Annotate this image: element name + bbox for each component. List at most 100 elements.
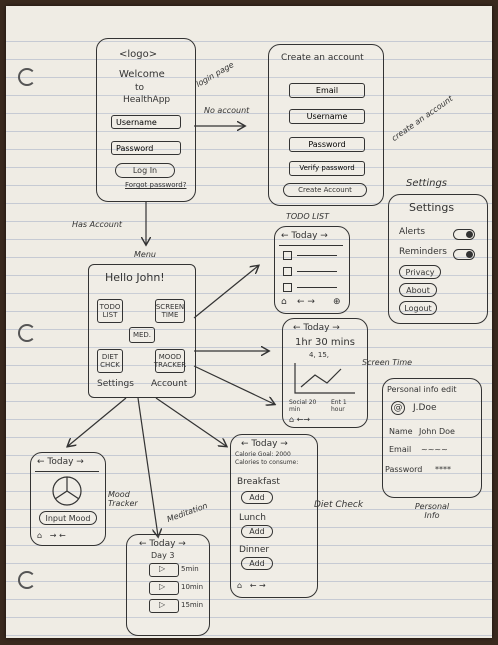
email-value[interactable]: ~~~~ — [421, 445, 448, 454]
settings-screen: Settings Alerts Reminders Privacy About … — [388, 194, 488, 324]
username-input[interactable]: Username — [111, 115, 181, 129]
diet-date-nav[interactable]: ← Today → — [241, 439, 288, 449]
input-mood-button[interactable]: Input Mood — [39, 511, 97, 525]
alerts-toggle[interactable] — [453, 229, 475, 240]
screen-time-total: 1hr 30 mins — [295, 337, 355, 348]
screen-time-sub: 4, 15, — [309, 351, 330, 359]
app-name: HealthApp — [123, 95, 171, 105]
logout-button[interactable]: Logout — [399, 301, 437, 315]
add-dinner-button[interactable]: Add — [241, 557, 273, 570]
home-icon[interactable]: ⌂ → ← — [37, 531, 66, 540]
logo-placeholder: <logo> — [119, 49, 158, 60]
meditation-day: Day 3 — [151, 551, 175, 560]
login-button[interactable]: Log In — [115, 163, 175, 178]
note-diet-check: Diet Check — [314, 500, 364, 510]
screen-time-tile[interactable]: SCREEN TIME — [155, 299, 185, 323]
menu-screen: Hello John! TODO LIST SCREEN TIME MED. D… — [88, 264, 196, 398]
note-personal-info: Personal Info — [414, 502, 450, 520]
personal-info-title: Personal info edit — [387, 385, 457, 394]
calories-to-consume: Calories to consume: — [235, 459, 299, 466]
session-3-duration: 15min — [181, 601, 204, 609]
social-usage: Social 20 min — [289, 399, 317, 413]
todo-checkbox[interactable] — [283, 267, 292, 276]
today-label: Today — [251, 439, 278, 449]
create-account-screen: Create an account Email Username Passwor… — [268, 44, 384, 206]
menu-account-link[interactable]: Account — [151, 379, 188, 389]
session-1-duration: 5min — [181, 565, 199, 573]
session-2-duration: 10min — [181, 583, 204, 591]
email-label: Email — [389, 445, 412, 454]
reminders-toggle[interactable] — [453, 249, 475, 260]
breakfast-label: Breakfast — [237, 477, 280, 487]
todo-arrows[interactable]: ← → — [297, 297, 315, 307]
password-input[interactable]: Password — [289, 137, 365, 152]
note-mood-tracker: Mood Tracker — [108, 490, 138, 508]
diet-check-tile[interactable]: DIET CHCK — [97, 349, 123, 373]
session-1-play-button[interactable]: ▷ — [149, 563, 179, 577]
profile-picture[interactable]: @ — [391, 401, 405, 415]
to-text: to — [135, 83, 145, 93]
create-account-title: Create an account — [281, 53, 364, 63]
privacy-button[interactable]: Privacy — [399, 265, 441, 279]
create-account-button[interactable]: Create Account — [283, 183, 367, 197]
reminders-label: Reminders — [399, 247, 447, 257]
mood-date-nav[interactable]: ← Today → — [37, 457, 84, 467]
binder-hole — [18, 571, 36, 589]
session-3-play-button[interactable]: ▷ — [149, 599, 179, 613]
note-menu: Menu — [134, 250, 156, 259]
ent-usage: Ent 1 hour — [331, 399, 347, 413]
menu-greeting: Hello John! — [105, 271, 165, 284]
add-breakfast-button[interactable]: Add — [241, 491, 273, 504]
forgot-password-link[interactable]: Forgot password? — [125, 181, 187, 189]
dinner-label: Dinner — [239, 545, 270, 555]
welcome-text: Welcome — [119, 69, 165, 80]
meditation-date-nav[interactable]: ← Today → — [139, 539, 186, 549]
screen-time-graph — [294, 363, 355, 394]
settings-title: Settings — [409, 201, 455, 214]
binder-hole — [18, 324, 36, 342]
login-screen: <logo> Welcome to HealthApp Username Pas… — [96, 38, 196, 202]
binder-hole — [18, 68, 36, 86]
verify-password-input[interactable]: Verify password — [289, 161, 365, 176]
password-value[interactable]: **** — [435, 465, 451, 474]
lunch-label: Lunch — [239, 513, 266, 523]
home-icon[interactable]: ⌂ — [281, 297, 287, 307]
todo-screen: ← Today → ⌂ ← → ⊕ — [274, 226, 350, 314]
note-has-account: Has Account — [72, 220, 123, 229]
todo-checkbox[interactable] — [283, 283, 292, 292]
note-todo-list: TODO LIST — [286, 212, 329, 221]
flow-arrows — [6, 6, 492, 638]
username-input[interactable]: Username — [289, 109, 365, 124]
session-2-play-button[interactable]: ▷ — [149, 581, 179, 595]
name-value[interactable]: John Doe — [419, 427, 455, 436]
calorie-goal: Calorie Goal: 2000 — [235, 451, 291, 458]
display-name: J.Doe — [413, 403, 437, 413]
home-icon[interactable]: ⌂ ← → — [237, 581, 266, 590]
personal-info-screen: Personal info edit @ J.Doe Name John Doe… — [382, 378, 482, 498]
email-input[interactable]: Email — [289, 83, 365, 98]
menu-settings-link[interactable]: Settings — [97, 379, 134, 389]
mood-tracker-screen: ← Today → Input Mood ⌂ → ← — [30, 452, 106, 546]
meditation-screen: ← Today → Day 3 ▷ 5min ▷ 10min ▷ 15min — [126, 534, 210, 636]
add-lunch-button[interactable]: Add — [241, 525, 273, 538]
diet-check-screen: ← Today → Calorie Goal: 2000 Calories to… — [230, 434, 318, 598]
todo-date-nav[interactable]: ← Today → — [281, 231, 328, 241]
mood-tracker-tile[interactable]: MOOD TRACKER — [154, 349, 186, 373]
password-input[interactable]: Password — [111, 141, 181, 155]
name-label: Name — [389, 427, 413, 436]
alerts-label: Alerts — [399, 227, 426, 237]
about-button[interactable]: About — [399, 283, 437, 297]
meditation-tile[interactable]: MED. — [129, 327, 155, 343]
home-icon[interactable]: ⌂ ←→ — [289, 415, 311, 424]
today-label: Today — [47, 457, 74, 467]
todo-checkbox[interactable] — [283, 251, 292, 260]
todo-tile[interactable]: TODO LIST — [97, 299, 123, 323]
mood-pie-icon — [52, 476, 82, 506]
screen-time-screen: ← Today → 1hr 30 mins 4, 15, Social 20 m… — [282, 318, 368, 428]
notebook-paper: login page No account create an account … — [6, 6, 492, 638]
note-screen-time: Screen Time — [362, 358, 413, 367]
screen-time-date-nav[interactable]: ← Today → — [293, 323, 340, 333]
add-icon[interactable]: ⊕ — [333, 297, 341, 307]
note-settings: Settings — [406, 178, 448, 189]
today-label: Today — [303, 323, 330, 333]
